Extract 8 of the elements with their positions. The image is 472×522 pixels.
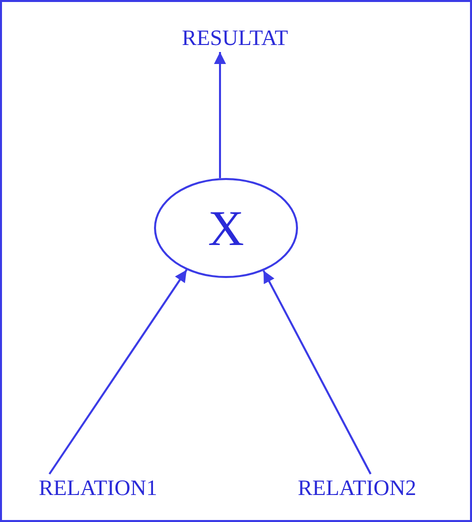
- arrow: [48, 269, 188, 475]
- result-label: RESULTAT: [150, 24, 320, 52]
- relation-label: RELATION2: [272, 474, 442, 502]
- arrow: [214, 52, 226, 178]
- operator-symbol: X: [208, 199, 244, 257]
- arrow: [262, 270, 372, 474]
- operator-ellipse: [154, 178, 298, 278]
- relation-label: RELATION1: [18, 474, 178, 502]
